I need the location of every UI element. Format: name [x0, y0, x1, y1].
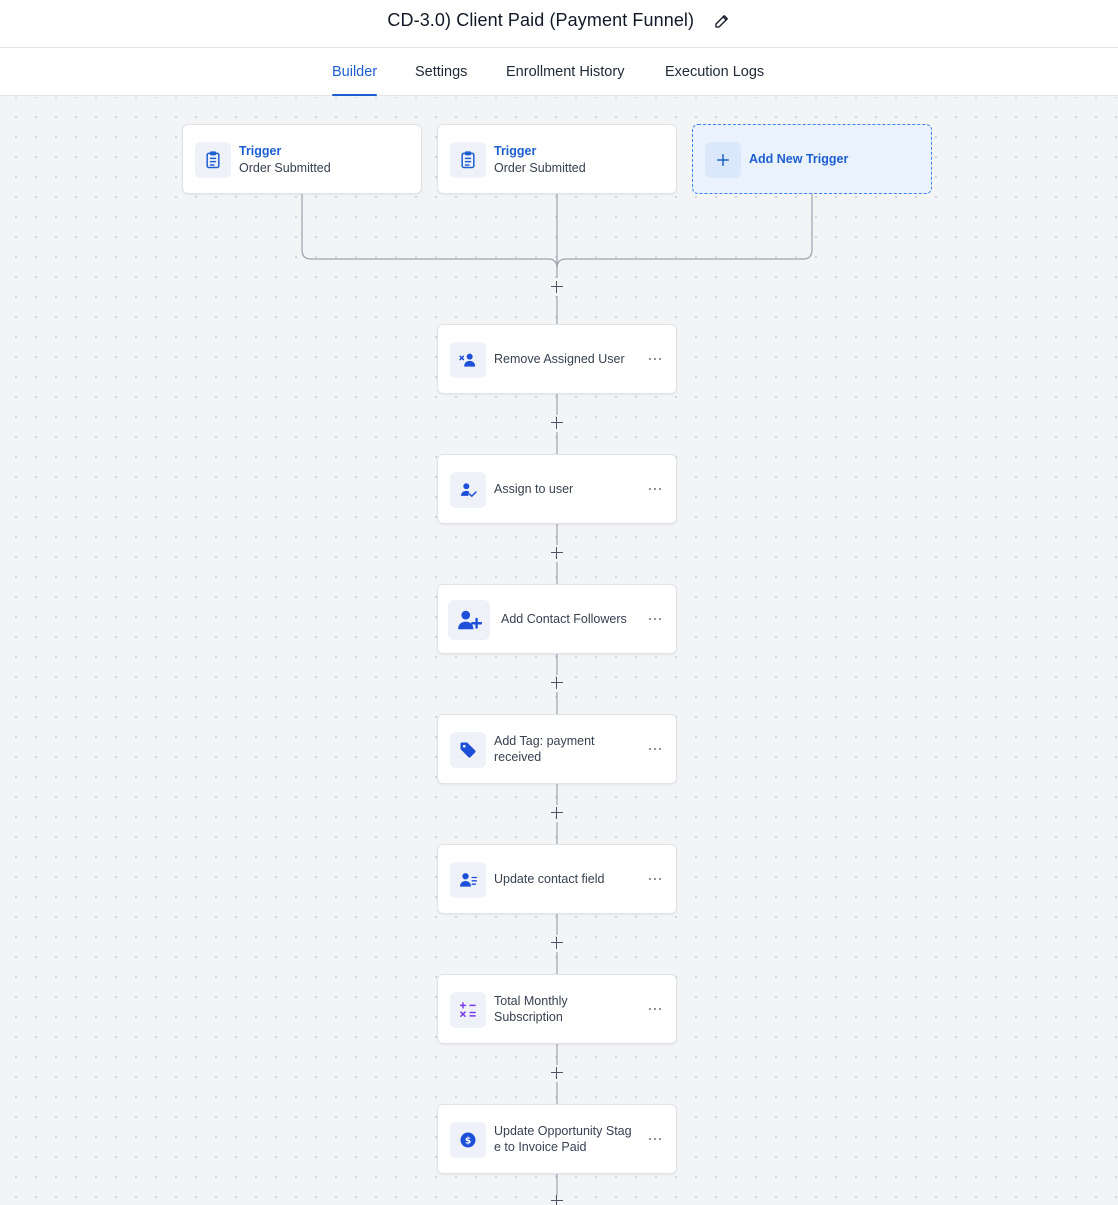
trigger-label: Trigger Order Submitted — [239, 125, 381, 193]
math-operators-icon — [450, 992, 486, 1028]
action-label: Update contact field — [494, 872, 605, 886]
user-add-icon — [448, 600, 490, 640]
trigger-name: Order Submitted — [494, 160, 586, 175]
action-label: Add Tag: payment received — [494, 734, 595, 764]
add-new-trigger-button[interactable]: Add New Trigger — [692, 124, 932, 194]
more-options-icon[interactable] — [648, 872, 664, 886]
add-step-button[interactable] — [549, 279, 565, 295]
add-step-button[interactable] — [549, 675, 565, 691]
action-card-total-monthly-subscription[interactable]: Total Monthly Subscription — [437, 974, 677, 1044]
plus-icon — [705, 142, 741, 178]
tab-settings[interactable]: Settings — [415, 64, 468, 80]
more-options-icon[interactable] — [648, 1132, 664, 1146]
action-card-update-contact-field[interactable]: Update contact field — [437, 844, 677, 914]
add-step-button[interactable] — [549, 1193, 565, 1205]
more-options-icon[interactable] — [648, 742, 664, 756]
action-label: Add Contact Followers — [501, 612, 627, 626]
action-card-add-tag[interactable]: Add Tag: payment received — [437, 714, 677, 784]
user-edit-icon — [450, 862, 486, 898]
workflow-title: CD-3.0) Client Paid (Payment Funnel) — [387, 10, 695, 30]
more-options-icon[interactable] — [648, 1002, 664, 1016]
user-check-icon — [450, 472, 486, 508]
trigger-card[interactable]: Trigger Order Submitted — [182, 124, 422, 194]
trigger-card[interactable]: Trigger Order Submitted — [437, 124, 677, 194]
action-label: Update Opportunity Stage to Invoice Paid — [494, 1124, 632, 1154]
action-card-update-opportunity-stage[interactable]: $ Update Opportunity Stage to Invoice Pa… — [437, 1104, 677, 1174]
tag-icon — [450, 732, 486, 768]
action-card-assign-to-user[interactable]: Assign to user — [437, 454, 677, 524]
tab-enrollment-history[interactable]: Enrollment History — [506, 64, 625, 80]
user-remove-icon — [450, 342, 486, 378]
action-card-add-contact-followers[interactable]: Add Contact Followers — [437, 584, 677, 654]
tab-builder[interactable]: Builder — [332, 48, 378, 96]
title-wrap: CD-3.0) Client Paid (Payment Funnel) — [0, 10, 1118, 31]
workflow-header: CD-3.0) Client Paid (Payment Funnel) — [0, 0, 1118, 48]
svg-text:$: $ — [465, 1136, 471, 1147]
action-label: Remove Assigned User — [494, 352, 625, 366]
action-card-remove-assigned-user[interactable]: Remove Assigned User — [437, 324, 677, 394]
trigger-type: Trigger — [239, 143, 282, 158]
trigger-type: Trigger — [494, 143, 537, 158]
add-step-button[interactable] — [549, 805, 565, 821]
add-step-button[interactable] — [549, 1065, 565, 1081]
add-step-button[interactable] — [549, 415, 565, 431]
add-step-button[interactable] — [549, 935, 565, 951]
more-options-icon[interactable] — [648, 612, 664, 626]
pencil-icon[interactable] — [713, 12, 731, 30]
action-label: Assign to user — [494, 482, 574, 496]
clipboard-list-icon — [450, 142, 486, 178]
more-options-icon[interactable] — [648, 352, 664, 366]
trigger-label: Trigger Order Submitted — [494, 125, 636, 193]
dollar-circle-icon: $ — [450, 1122, 486, 1158]
action-label: Total Monthly Subscription — [494, 994, 568, 1024]
clipboard-list-icon — [195, 142, 231, 178]
add-step-button[interactable] — [549, 545, 565, 561]
tab-bar: Builder Settings Enrollment History Exec… — [0, 48, 1118, 96]
more-options-icon[interactable] — [648, 482, 664, 496]
tab-execution-logs[interactable]: Execution Logs — [665, 64, 765, 80]
add-trigger-label: Add New Trigger — [749, 152, 849, 166]
trigger-name: Order Submitted — [239, 160, 331, 175]
